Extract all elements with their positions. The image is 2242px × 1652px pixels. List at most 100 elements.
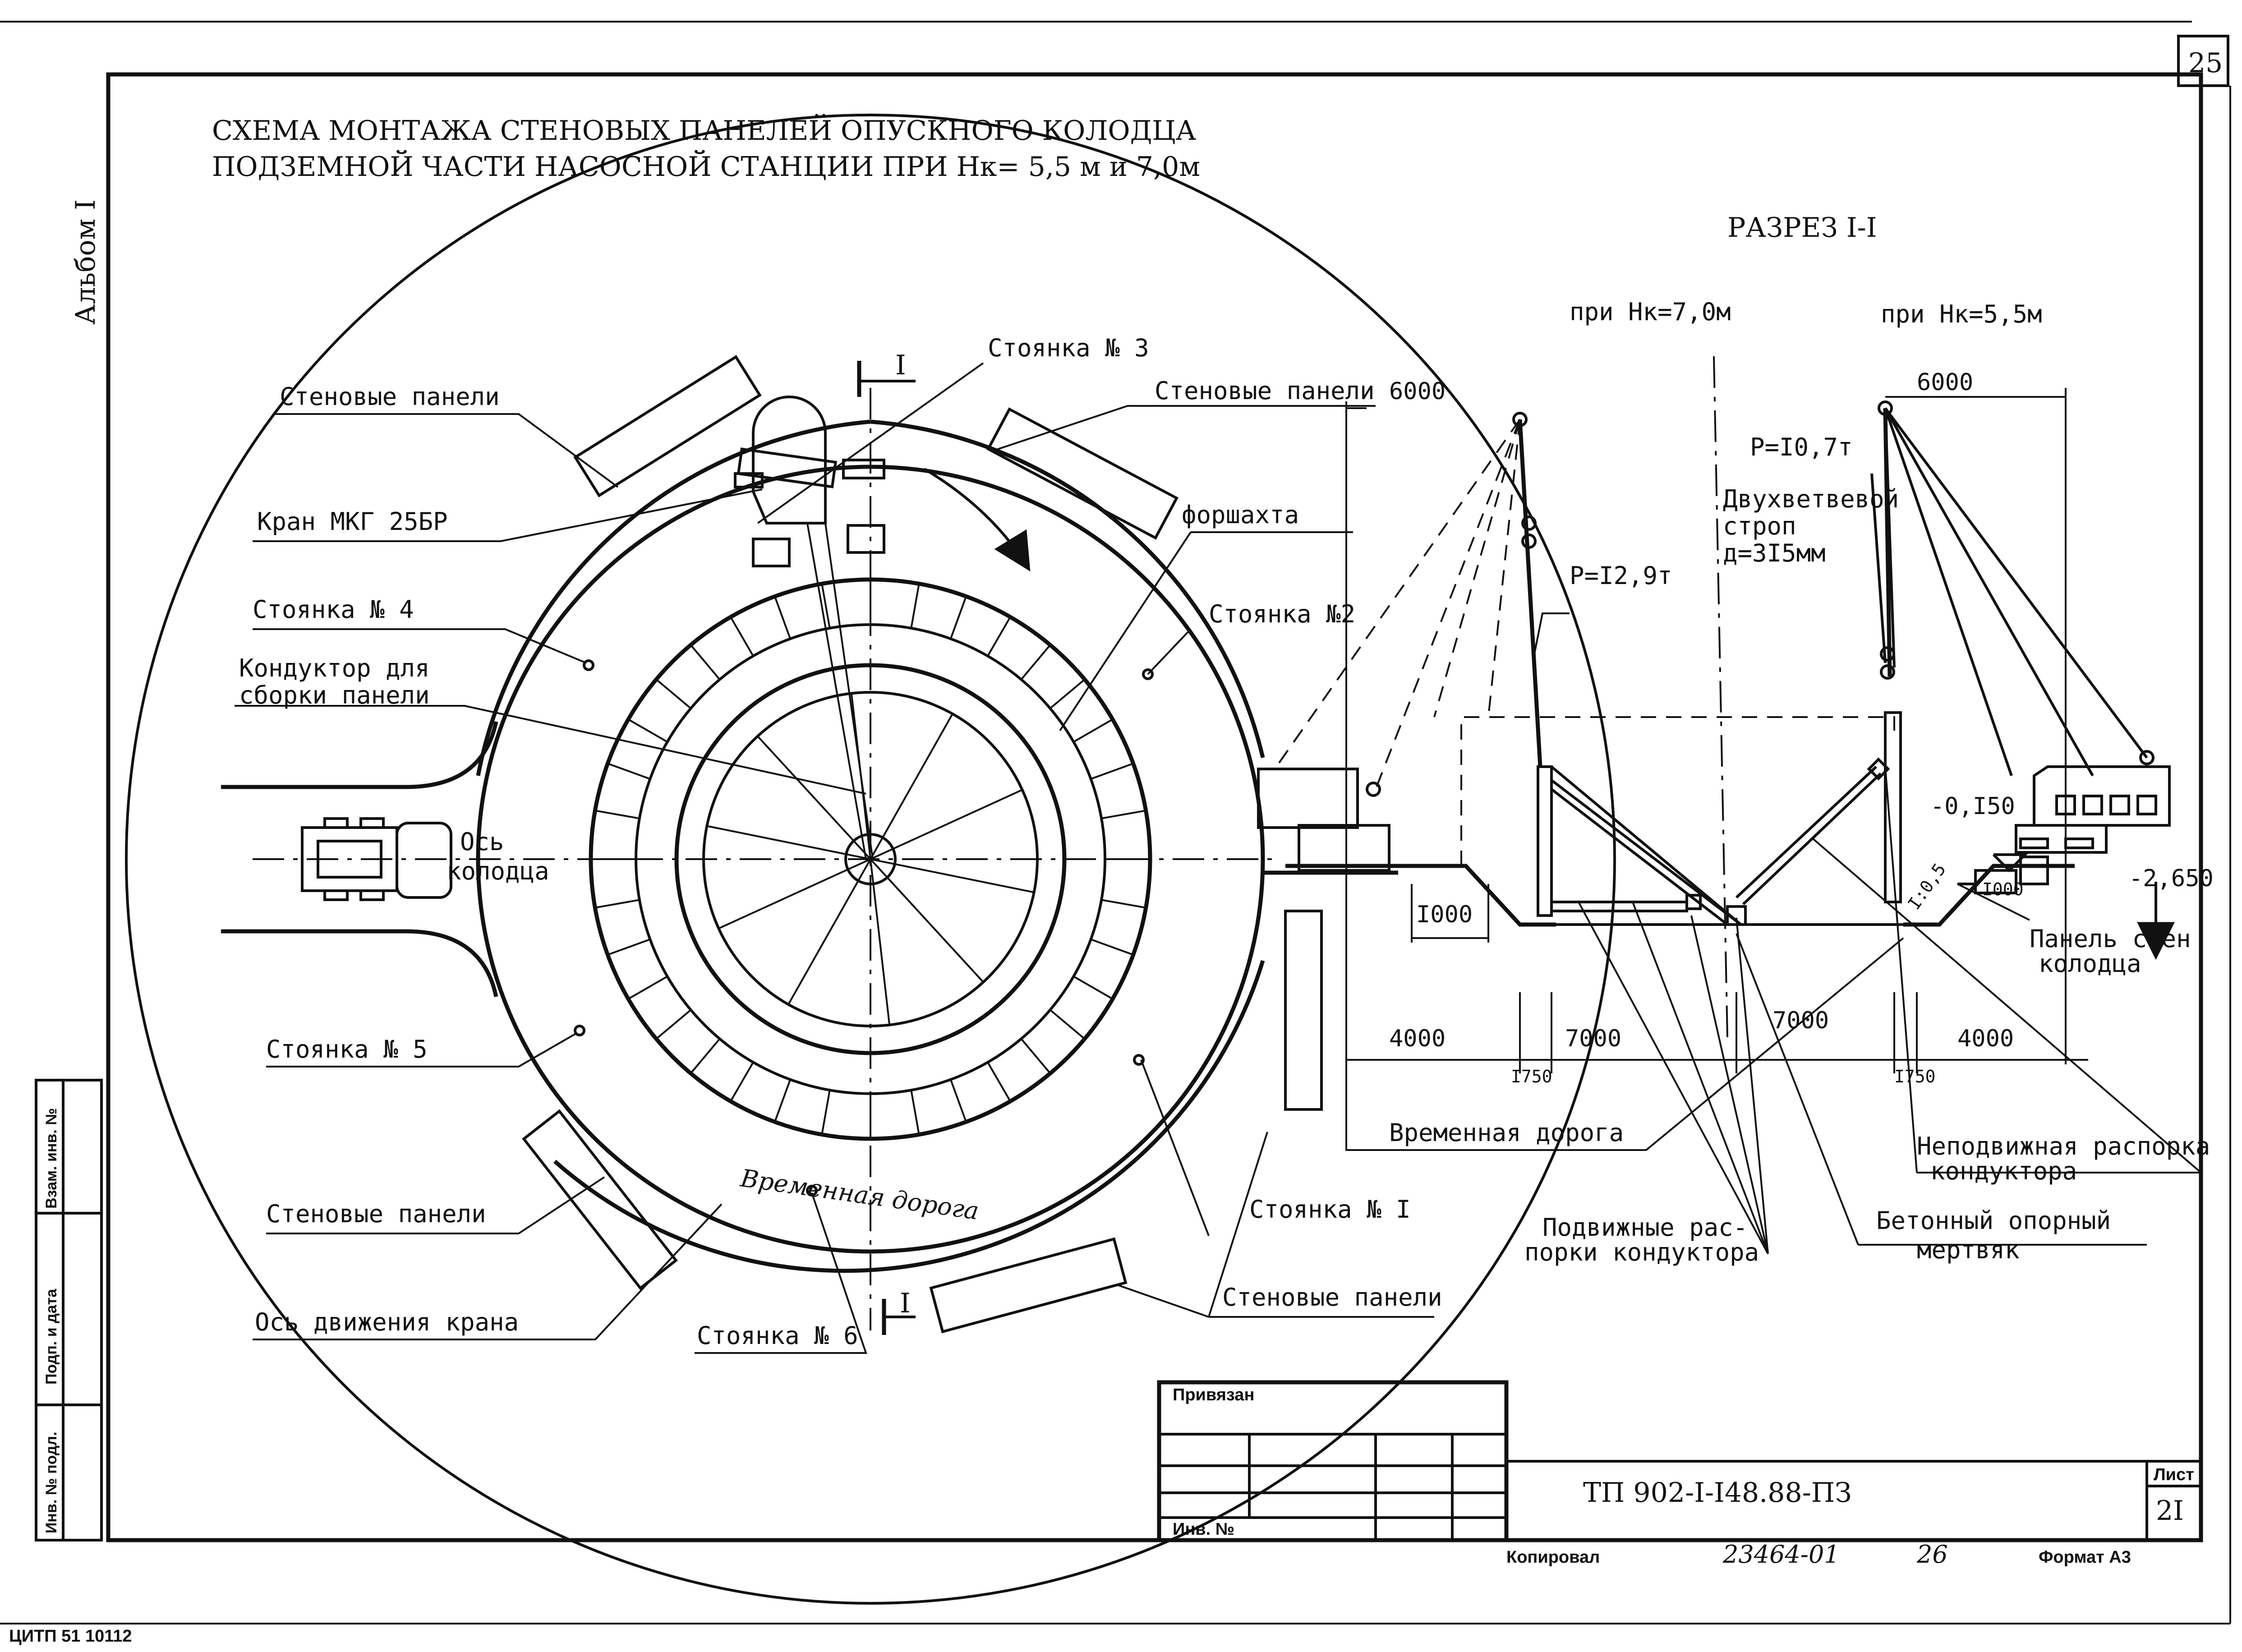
- stamp-copy-no: 23464-01: [1722, 1540, 1840, 1569]
- ring-segment-line: [628, 718, 668, 743]
- label-load-right: Р=I0,7т: [1750, 433, 1853, 461]
- ring-segment-line: [1090, 763, 1134, 780]
- label-crane-axis: Ось движения крана: [255, 1308, 519, 1336]
- well-ray-line: [870, 859, 891, 1025]
- stamp-sheet-no: 2I: [2156, 1495, 2184, 1527]
- well-ray-line: [718, 858, 871, 930]
- dim-6000-left: 6000: [1389, 378, 1446, 405]
- label-parking-4: Стоянка № 4: [253, 595, 414, 624]
- title-line-2: ПОДЗЕМНОЙ ЧАСТИ НАСОСНОЙ СТАНЦИИ ПРИ Нк=…: [212, 150, 1200, 183]
- label-parking-6: Стоянка № 6: [697, 1321, 858, 1350]
- label-parking-5: Стоянка № 5: [266, 1035, 428, 1063]
- stamp-linked: Привязан: [1173, 1385, 1254, 1404]
- section-mark-top: I: [895, 350, 906, 381]
- panel-stack-top-left: [573, 355, 762, 497]
- label-wall-panels-bottom-left: Стеновые панели: [266, 1200, 486, 1228]
- parking-point-4: [583, 659, 594, 671]
- label-wall-panel-line1: Панель стен: [2030, 925, 2191, 953]
- ring-segment-line: [821, 1090, 831, 1135]
- well-ray-line: [870, 858, 984, 983]
- label-parking-3: Стоянка № 3: [988, 334, 1149, 362]
- label-movable-strut-line1: Подвижные рас-: [1542, 1213, 1748, 1242]
- dim-1000-small: I000: [1982, 879, 2024, 899]
- label-slope: I:0,5: [1904, 860, 1950, 913]
- parking-point-2: [1142, 668, 1154, 680]
- ring-segment-line: [595, 899, 640, 909]
- dim-750-right: I750: [1894, 1067, 1936, 1086]
- ring-segment-line: [655, 678, 691, 709]
- ring-segment-line: [690, 1038, 721, 1074]
- ring-segment-line: [595, 810, 640, 819]
- label-wall-panels-bottom-right: Стеновые панели: [1222, 1283, 1442, 1311]
- label-parking-1: Стоянка № I: [1249, 1195, 1411, 1224]
- panel-stack-right: [1284, 910, 1323, 1111]
- ring-segment-line: [774, 596, 792, 640]
- well-ray-line: [757, 736, 871, 860]
- label-sling-line1: Двухветвевой: [1723, 485, 1899, 513]
- ring-segment-line: [910, 1090, 920, 1135]
- stamp-copied: Копировал: [1506, 1548, 1600, 1567]
- label-temp-road-section: Временная дорога: [1389, 1118, 1624, 1147]
- label-parking-2: Стоянка №2: [1209, 600, 1355, 628]
- ring-segment-line: [910, 584, 920, 629]
- dim-6000-right: 6000: [1917, 369, 1973, 396]
- stamp-inv-no: Инв. №: [1173, 1520, 1234, 1539]
- section-title: РАЗРЕЗ I-I: [1727, 212, 1877, 244]
- ring-segment-line: [607, 938, 651, 956]
- label-anchor-line1: Бетонный опорный: [1876, 1206, 2111, 1235]
- level-bottom: -2,650: [2129, 865, 2214, 892]
- page-number: 25: [2188, 47, 2223, 79]
- label-fixed-strut-line1: Неподвижная распорка: [1917, 1132, 2210, 1160]
- dim-7000-left: 7000: [1565, 1025, 1621, 1052]
- dim-4000-left: 4000: [1389, 1025, 1446, 1052]
- ring-segment-line: [690, 644, 721, 680]
- label-load-left: Р=I2,9т: [1570, 561, 1672, 590]
- label-well-axis-line1: Ось: [460, 828, 504, 856]
- sheet-frame: [0, 21, 2231, 1624]
- panel-stack-bottom-right: [929, 1237, 1128, 1334]
- ring-segment-line: [1020, 1038, 1051, 1074]
- label-case-55: при Нк=5,5м: [1881, 300, 2042, 328]
- ring-segment-line: [987, 1062, 1011, 1102]
- crane-icon: [752, 396, 827, 525]
- ring-segment-line: [1101, 899, 1146, 909]
- label-jig-line2: сборки панели: [239, 681, 430, 709]
- ring-segment-line: [949, 1079, 967, 1123]
- label-jig-line1: Кондуктор для: [239, 654, 430, 682]
- crane-cab-right: [2033, 765, 2171, 827]
- side-sign-date: Подп. и дата: [43, 1288, 60, 1385]
- ring-segment-line: [1050, 678, 1086, 709]
- ring-segment-line: [607, 763, 651, 780]
- well-wall-left: [1537, 765, 1553, 917]
- ring-segment-line: [1020, 644, 1051, 680]
- label-crane: Кран МКГ 25БР: [257, 507, 448, 536]
- stamp-copy-sheet: 26: [1916, 1540, 1948, 1569]
- dim-1000: I000: [1416, 901, 1473, 928]
- stamp-doc-code: ТП 902-I-I48.88-ПЗ: [1583, 1477, 1852, 1509]
- panel-stack-top-right: [986, 407, 1179, 540]
- dim-7000-right: 7000: [1772, 1007, 1829, 1034]
- ring-segment-line: [1050, 1009, 1086, 1040]
- label-sling-line3: д=3I5мм: [1723, 539, 1826, 567]
- ring-segment-line: [949, 596, 967, 640]
- side-replace-inv: Взам. инв. №: [43, 1108, 60, 1209]
- well-ray-line: [870, 789, 1023, 860]
- album-label: Альбом I: [70, 199, 101, 325]
- ring-segment-line: [1073, 718, 1113, 743]
- label-temp-road-plan: Временная дорога: [738, 1164, 981, 1225]
- section-view: [1257, 356, 2204, 1254]
- label-wall-panel-line2: колодца: [2039, 949, 2141, 978]
- label-well-axis-line2: колодца: [447, 857, 549, 885]
- parking-point-5: [574, 1025, 585, 1036]
- title-block: [1157, 1380, 2201, 1542]
- label-anchor-line2: мертвяк: [1917, 1236, 2020, 1264]
- well-ray-line: [870, 858, 1035, 893]
- side-stamp: [35, 1079, 103, 1542]
- parking-point-1: [1133, 1054, 1145, 1066]
- label-wall-panels-top-left: Стеновые панели: [280, 382, 500, 411]
- stamp-publisher: ЦИТП 51 10112: [9, 1627, 132, 1646]
- level-top: -0,I50: [1930, 793, 2015, 820]
- ring-segment-line: [1073, 976, 1113, 1000]
- well-ray-line: [706, 825, 871, 860]
